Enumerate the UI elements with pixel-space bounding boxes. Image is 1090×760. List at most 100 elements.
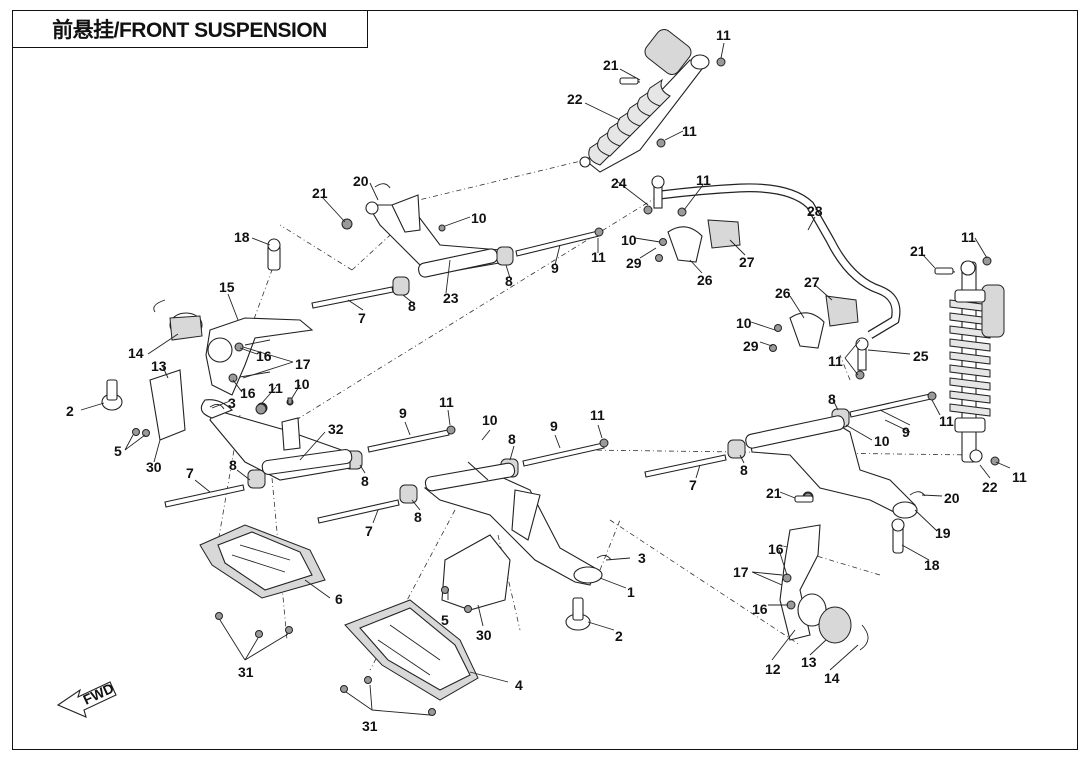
callout-11: 11 bbox=[268, 380, 283, 396]
callout-10: 10 bbox=[294, 376, 310, 392]
callout-10: 10 bbox=[482, 412, 498, 428]
callout-30: 30 bbox=[146, 459, 162, 475]
callout-3: 3 bbox=[638, 550, 646, 566]
callout-21: 21 bbox=[603, 57, 619, 73]
callout-11: 11 bbox=[696, 172, 711, 188]
callout-29: 29 bbox=[743, 338, 759, 354]
callout-22: 22 bbox=[567, 91, 583, 107]
callout-30: 30 bbox=[476, 627, 492, 643]
callout-9: 9 bbox=[551, 260, 559, 276]
small-hardware bbox=[209, 77, 954, 561]
callout-16: 16 bbox=[256, 348, 272, 364]
callout-1: 1 bbox=[627, 584, 635, 600]
callout-17: 17 bbox=[295, 356, 311, 372]
shock-absorber-right bbox=[934, 256, 1005, 466]
callout-11: 11 bbox=[591, 249, 606, 265]
callout-14: 14 bbox=[128, 345, 144, 361]
callout-28: 28 bbox=[807, 203, 823, 219]
callout-27: 27 bbox=[804, 274, 820, 290]
callout-31: 31 bbox=[362, 718, 378, 734]
callout-11: 11 bbox=[716, 27, 731, 43]
callout-21: 21 bbox=[910, 243, 926, 259]
callout-25: 25 bbox=[913, 348, 929, 364]
callout-3: 3 bbox=[228, 395, 236, 411]
callout-29: 29 bbox=[626, 255, 642, 271]
callout-13: 13 bbox=[151, 358, 167, 374]
callout-27: 27 bbox=[739, 254, 755, 270]
callout-32: 32 bbox=[328, 421, 344, 437]
callout-8: 8 bbox=[408, 298, 416, 314]
callout-13: 13 bbox=[801, 654, 817, 670]
drawing-frame bbox=[12, 10, 1078, 750]
callout-7: 7 bbox=[186, 465, 194, 481]
callout-11: 11 bbox=[1012, 469, 1027, 485]
callout-9: 9 bbox=[550, 418, 558, 434]
page-title: 前悬挂/FRONT SUSPENSION bbox=[52, 18, 327, 42]
callout-21: 21 bbox=[312, 185, 328, 201]
left-ball-joint bbox=[101, 369, 186, 441]
callout-11: 11 bbox=[828, 353, 843, 369]
center-lower-a-arm bbox=[423, 461, 603, 586]
callout-31: 31 bbox=[238, 664, 254, 680]
callout-10: 10 bbox=[621, 232, 637, 248]
callout-10: 10 bbox=[874, 433, 890, 449]
callout-12: 12 bbox=[765, 661, 781, 677]
callout-18: 18 bbox=[924, 557, 940, 573]
callout-16: 16 bbox=[240, 385, 256, 401]
title-block: 前悬挂/FRONT SUSPENSION bbox=[12, 10, 368, 48]
shock-absorber-top bbox=[579, 29, 726, 173]
callout-8: 8 bbox=[361, 473, 369, 489]
callout-5: 5 bbox=[114, 443, 122, 459]
callout-11: 11 bbox=[961, 229, 976, 245]
callout-8: 8 bbox=[414, 509, 422, 525]
skid-plates bbox=[199, 524, 479, 716]
callout-6: 6 bbox=[335, 591, 343, 607]
callout-2: 2 bbox=[66, 403, 74, 419]
upper-a-arm bbox=[341, 194, 506, 278]
forward-direction-arrow: FWD bbox=[56, 680, 117, 718]
callout-16: 16 bbox=[768, 541, 784, 557]
callout-8: 8 bbox=[828, 391, 836, 407]
callout-21: 21 bbox=[766, 485, 782, 501]
callout-26: 26 bbox=[697, 272, 713, 288]
callout-9: 9 bbox=[399, 405, 407, 421]
callout-11: 11 bbox=[439, 394, 454, 410]
callout-18: 18 bbox=[234, 229, 250, 245]
callout-14: 14 bbox=[824, 670, 840, 686]
callout-8: 8 bbox=[505, 273, 513, 289]
callout-11: 11 bbox=[590, 407, 605, 423]
stabilizer-clamps bbox=[655, 219, 859, 352]
callout-16: 16 bbox=[752, 601, 768, 617]
callout-22: 22 bbox=[982, 479, 998, 495]
callout-8: 8 bbox=[740, 462, 748, 478]
callout-23: 23 bbox=[443, 290, 459, 306]
callout-20: 20 bbox=[353, 173, 369, 189]
callout-11: 11 bbox=[682, 123, 697, 139]
leader-lines bbox=[80, 42, 1011, 716]
left-steering-knuckle bbox=[153, 238, 314, 413]
callout-7: 7 bbox=[358, 310, 366, 326]
callout-20: 20 bbox=[944, 490, 960, 506]
callout-26: 26 bbox=[775, 285, 791, 301]
callout-5: 5 bbox=[441, 612, 449, 628]
callout-10: 10 bbox=[471, 210, 487, 226]
callout-4: 4 bbox=[515, 677, 523, 693]
callout-8: 8 bbox=[508, 431, 516, 447]
callout-7: 7 bbox=[689, 477, 697, 493]
right-steering-knuckle bbox=[779, 492, 905, 651]
callout-9: 9 bbox=[902, 424, 910, 440]
callout-7: 7 bbox=[365, 523, 373, 539]
callout-11: 11 bbox=[939, 413, 954, 429]
callout-17: 17 bbox=[733, 564, 749, 580]
center-ball-joint bbox=[441, 534, 591, 631]
callout-2: 2 bbox=[615, 628, 623, 644]
callout-19: 19 bbox=[935, 525, 951, 541]
callout-10: 10 bbox=[736, 315, 752, 331]
callout-labels: 11 21 22 11 20 21 10 18 15 14 13 16 17 1… bbox=[66, 27, 1027, 734]
callout-24: 24 bbox=[611, 175, 627, 191]
right-lower-a-arm bbox=[745, 415, 918, 519]
left-lower-a-arm bbox=[200, 398, 353, 481]
callout-8: 8 bbox=[229, 457, 237, 473]
callout-15: 15 bbox=[219, 279, 235, 295]
